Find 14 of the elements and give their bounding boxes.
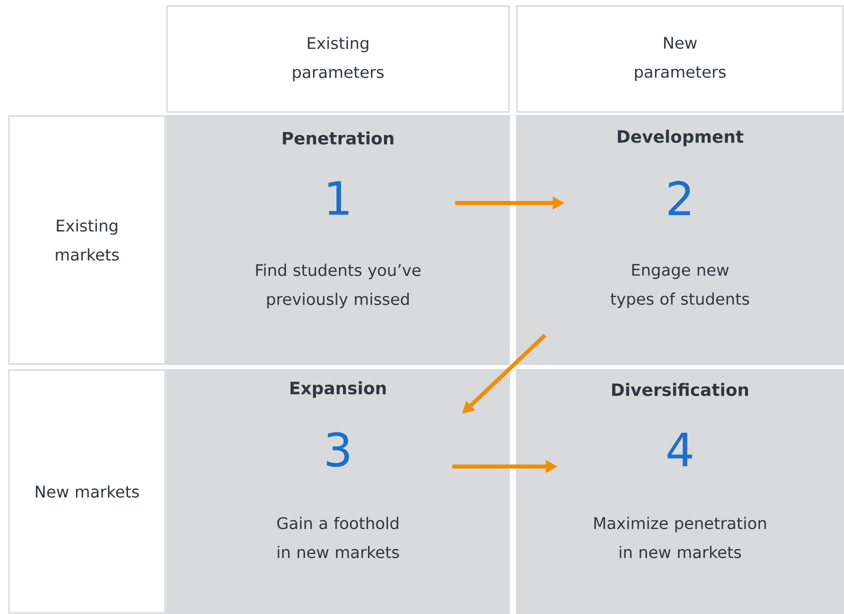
header-cell: New parameters [516,5,844,113]
node-label: Find students you’ve previously missed [256,264,421,308]
header-cell: Existing markets [8,115,166,365]
node-label: 3 [326,432,349,467]
quadrant-cell: Penetration 1 Find students you’ve previously missed [166,115,510,365]
quadrant-cell: Expansion 3 Gain a foothold in new markets [166,369,510,614]
node-label: Penetration [282,131,394,145]
header-cell: Existing parameters [166,5,510,113]
node-label: Expansion [290,381,386,398]
node-label: Gain a foothold in new markets [277,516,399,558]
quadrant-cell: Development 2 Engage new types of students [516,115,844,365]
quadrant-cell: Diversification 4 Maximize penetration in new markets [516,369,844,614]
node-label: 1 [328,181,348,215]
header-cell: New markets [8,369,166,614]
